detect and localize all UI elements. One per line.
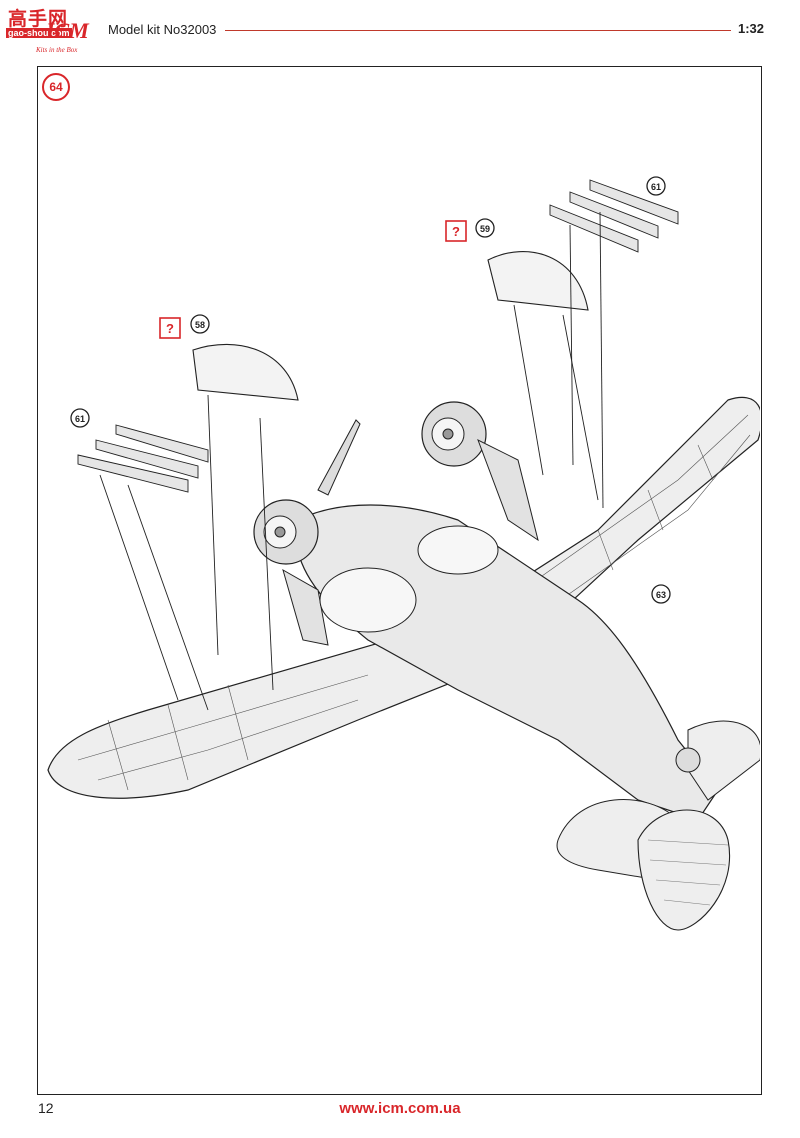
fin-ribs (647, 839, 729, 906)
page-number: 12 (38, 1100, 54, 1116)
unknown-part-box-left: ? (159, 317, 181, 339)
part-58-shape (192, 343, 299, 401)
tail-plane-upper (687, 720, 760, 801)
wing-panel-lines (77, 414, 751, 791)
unknown-part-box-right: ? (445, 220, 467, 242)
right-main-wheel (421, 401, 487, 467)
right-gun-barrels (549, 179, 679, 253)
main-wing (47, 396, 760, 799)
logo-tagline: Kits in the Box (36, 46, 78, 54)
tail-wheel (675, 747, 701, 773)
callout-airframe-label: 63 (656, 590, 666, 600)
callout-part-58-label: 58 (195, 320, 205, 330)
callout-part-59-label: 59 (480, 224, 490, 234)
assembly-drawing: ? ? 61 58 59 61 63 (47, 176, 760, 931)
instruction-frame (37, 66, 762, 1095)
header-rule (225, 30, 731, 31)
left-wheel-well (319, 567, 417, 633)
callout-airframe: 63 (651, 584, 671, 604)
left-gear-leg (282, 568, 329, 646)
part-59-shape (487, 251, 589, 311)
callout-left-guns: 61 (70, 408, 90, 428)
callout-part-58: 58 (190, 314, 210, 334)
logo-url-text: gao-shou.com (6, 28, 72, 38)
step-number-badge: 64 (42, 73, 70, 101)
left-gun-barrels (77, 424, 209, 493)
logo-brand-text: ICM (46, 18, 89, 43)
callout-right-guns: 61 (646, 176, 666, 196)
callout-part-59: 59 (475, 218, 495, 238)
kit-label: Model kit No32003 (108, 22, 217, 37)
callout-right-guns-label: 61 (651, 182, 661, 192)
logo-cn-text: 高手网 (8, 8, 69, 30)
left-main-wheel (253, 499, 319, 565)
scale-label: 1:32 (737, 21, 764, 36)
assembly-leader-lines (99, 211, 604, 711)
fin-rudder (637, 809, 731, 931)
unknown-mark-left: ? (166, 321, 174, 336)
unknown-mark-right: ? (452, 224, 460, 239)
brand-logo: 高手网 gao-shou.com ICM Kits in the Box (6, 4, 98, 58)
right-wheel-well (417, 525, 499, 575)
propeller-blade (317, 419, 361, 496)
website-link[interactable]: www.icm.com.ua (339, 1100, 461, 1117)
right-gear-leg (477, 438, 539, 542)
callout-left-guns-label: 61 (75, 414, 85, 424)
